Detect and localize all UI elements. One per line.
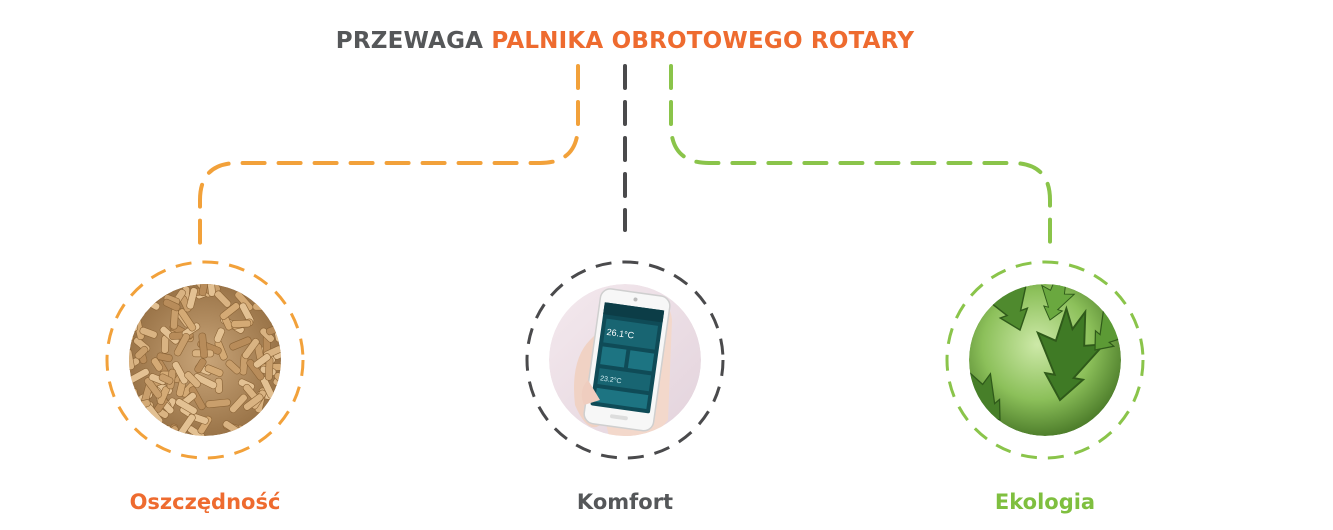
branch-label-komfort: Komfort xyxy=(576,490,674,514)
pellet xyxy=(241,432,261,436)
pellet xyxy=(156,352,173,363)
pellet xyxy=(173,332,191,357)
pellet xyxy=(271,400,281,417)
pellet xyxy=(198,284,210,297)
ring-dark xyxy=(525,260,725,460)
leaf xyxy=(978,284,1029,332)
pellet xyxy=(205,398,231,409)
leaf xyxy=(1035,305,1107,402)
connector-orange xyxy=(198,64,580,247)
pellet xyxy=(231,284,246,290)
page-title: PRZEWAGA PALNIKA OBROTOWEGO ROTARY xyxy=(0,28,1250,54)
pellet xyxy=(162,298,181,312)
branch-label-ekologia: Ekologia xyxy=(994,490,1096,514)
smartphone-image: 26.1°C 23.2°C xyxy=(549,284,701,436)
pellet xyxy=(271,402,281,413)
pellet xyxy=(252,302,278,311)
pellet xyxy=(270,316,281,328)
pellet xyxy=(230,319,252,328)
pellet xyxy=(140,284,167,294)
pellet xyxy=(178,308,197,332)
pellet xyxy=(273,346,281,360)
pellet xyxy=(194,358,207,374)
leaves-image xyxy=(969,284,1121,436)
pellet xyxy=(175,398,198,415)
pellet xyxy=(229,393,248,414)
pellet xyxy=(145,286,157,305)
pellet xyxy=(184,371,201,389)
pellet xyxy=(242,338,260,360)
pellet xyxy=(171,361,189,385)
pellet xyxy=(213,327,225,343)
title-prefix: PRZEWAGA xyxy=(335,28,484,54)
title-highlight: PALNIKA OBROTOWEGO ROTARY xyxy=(491,28,915,54)
pellet xyxy=(272,377,281,393)
pellet xyxy=(165,284,176,292)
pellet xyxy=(193,373,218,390)
pellet xyxy=(170,308,179,330)
ring-orange xyxy=(105,260,305,460)
pellet xyxy=(214,290,232,308)
pellet xyxy=(144,377,163,399)
branch-label-oszczednosc: Oszczędność xyxy=(129,490,281,514)
pellet xyxy=(186,287,198,310)
pellet xyxy=(253,353,271,369)
pellet xyxy=(270,284,281,287)
pellet xyxy=(129,319,134,342)
pellet-pile xyxy=(129,284,281,436)
pellet xyxy=(130,310,138,332)
ring-green xyxy=(945,260,1145,460)
pellet xyxy=(262,299,281,315)
pellet xyxy=(158,373,174,385)
pellets-image xyxy=(129,284,281,436)
phone-temp-primary: 26.1°C xyxy=(606,327,635,341)
pellet xyxy=(134,345,149,360)
pellet xyxy=(262,284,281,295)
pellet xyxy=(243,393,264,411)
pellet xyxy=(276,284,281,287)
pellet xyxy=(129,297,152,306)
pellet xyxy=(229,336,252,351)
pellet xyxy=(139,326,158,339)
pellet xyxy=(129,393,137,412)
phone-temp-secondary: 23.2°C xyxy=(600,374,622,385)
pellet xyxy=(129,284,147,298)
pellet xyxy=(129,327,132,348)
pellet xyxy=(151,357,164,372)
pellet xyxy=(204,364,224,377)
pellet xyxy=(225,359,241,375)
pellet xyxy=(219,302,240,320)
connector-green xyxy=(669,64,1052,247)
pellet xyxy=(221,284,239,286)
pellet xyxy=(198,332,208,359)
pellet xyxy=(129,348,135,371)
